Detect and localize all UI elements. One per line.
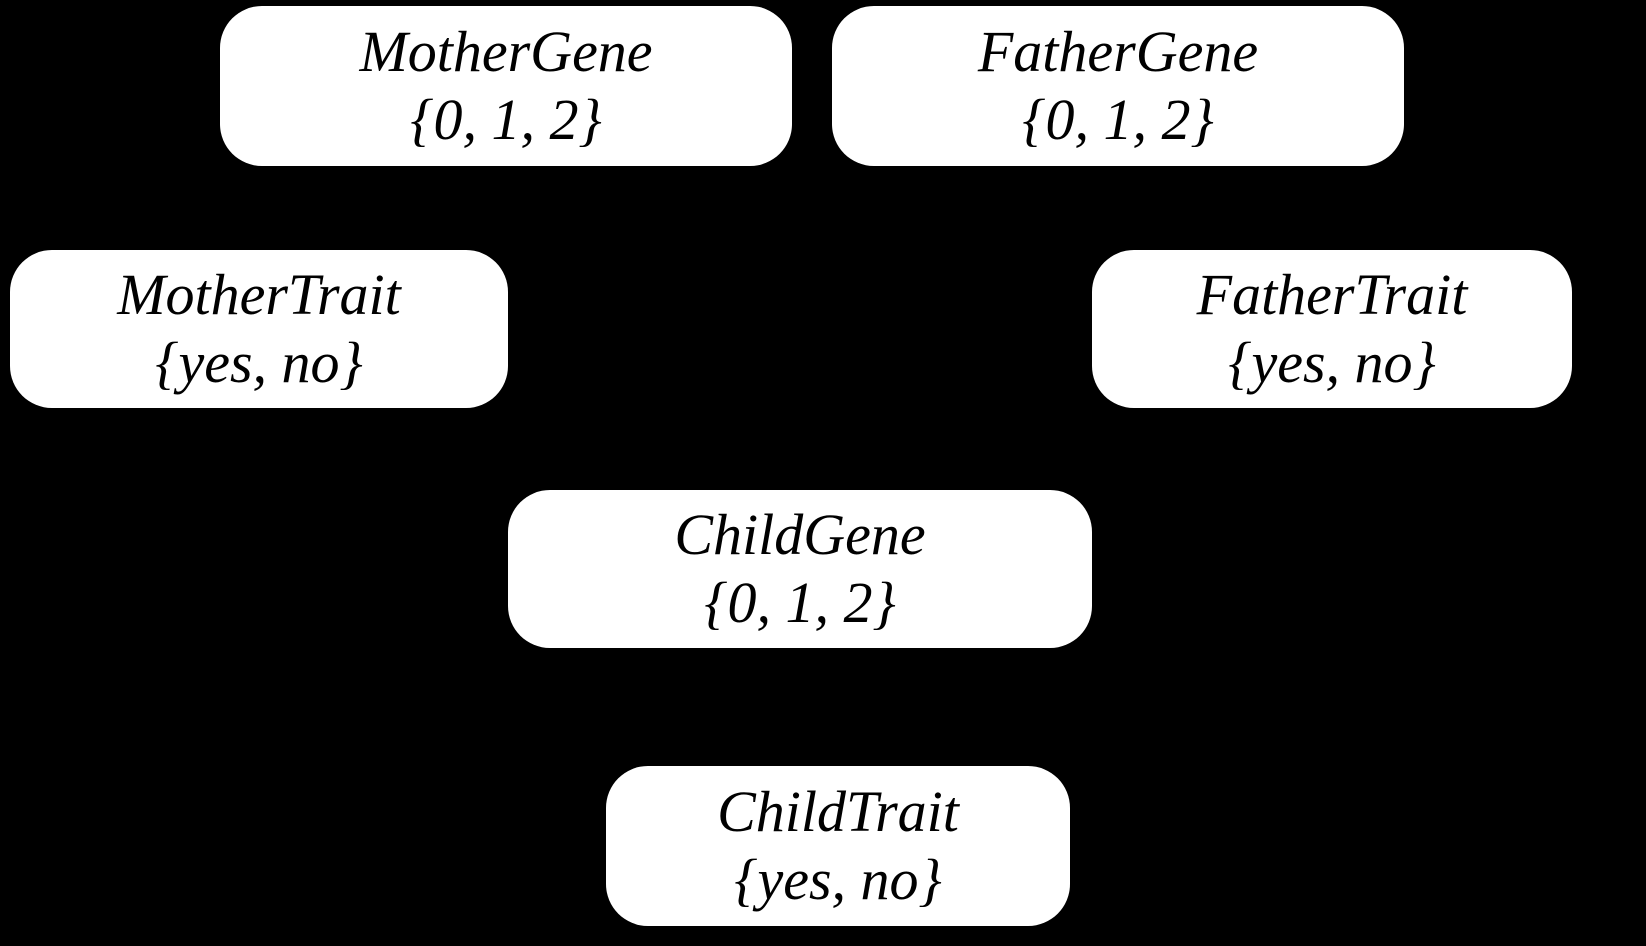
- node-child-gene-label: ChildGene: [674, 501, 926, 567]
- node-mother-gene: MotherGene {0, 1, 2}: [220, 6, 792, 166]
- node-child-trait: ChildTrait {yes, no}: [606, 766, 1070, 926]
- node-mother-trait-domain: {yes, no}: [155, 330, 363, 395]
- node-father-gene-label: FatherGene: [977, 18, 1259, 84]
- node-mother-gene-domain: {0, 1, 2}: [410, 87, 602, 152]
- node-father-trait-label: FatherTrait: [1196, 261, 1468, 327]
- node-mother-gene-label: MotherGene: [359, 18, 653, 84]
- node-child-trait-domain: {yes, no}: [734, 847, 942, 912]
- node-father-gene-domain: {0, 1, 2}: [1022, 87, 1214, 152]
- node-mother-trait: MotherTrait {yes, no}: [10, 250, 508, 408]
- node-mother-trait-label: MotherTrait: [117, 261, 401, 327]
- node-child-trait-label: ChildTrait: [717, 778, 959, 844]
- node-father-trait-domain: {yes, no}: [1228, 330, 1436, 395]
- node-father-gene: FatherGene {0, 1, 2}: [832, 6, 1404, 166]
- node-father-trait: FatherTrait {yes, no}: [1092, 250, 1572, 408]
- node-child-gene: ChildGene {0, 1, 2}: [508, 490, 1092, 648]
- node-child-gene-domain: {0, 1, 2}: [704, 570, 896, 635]
